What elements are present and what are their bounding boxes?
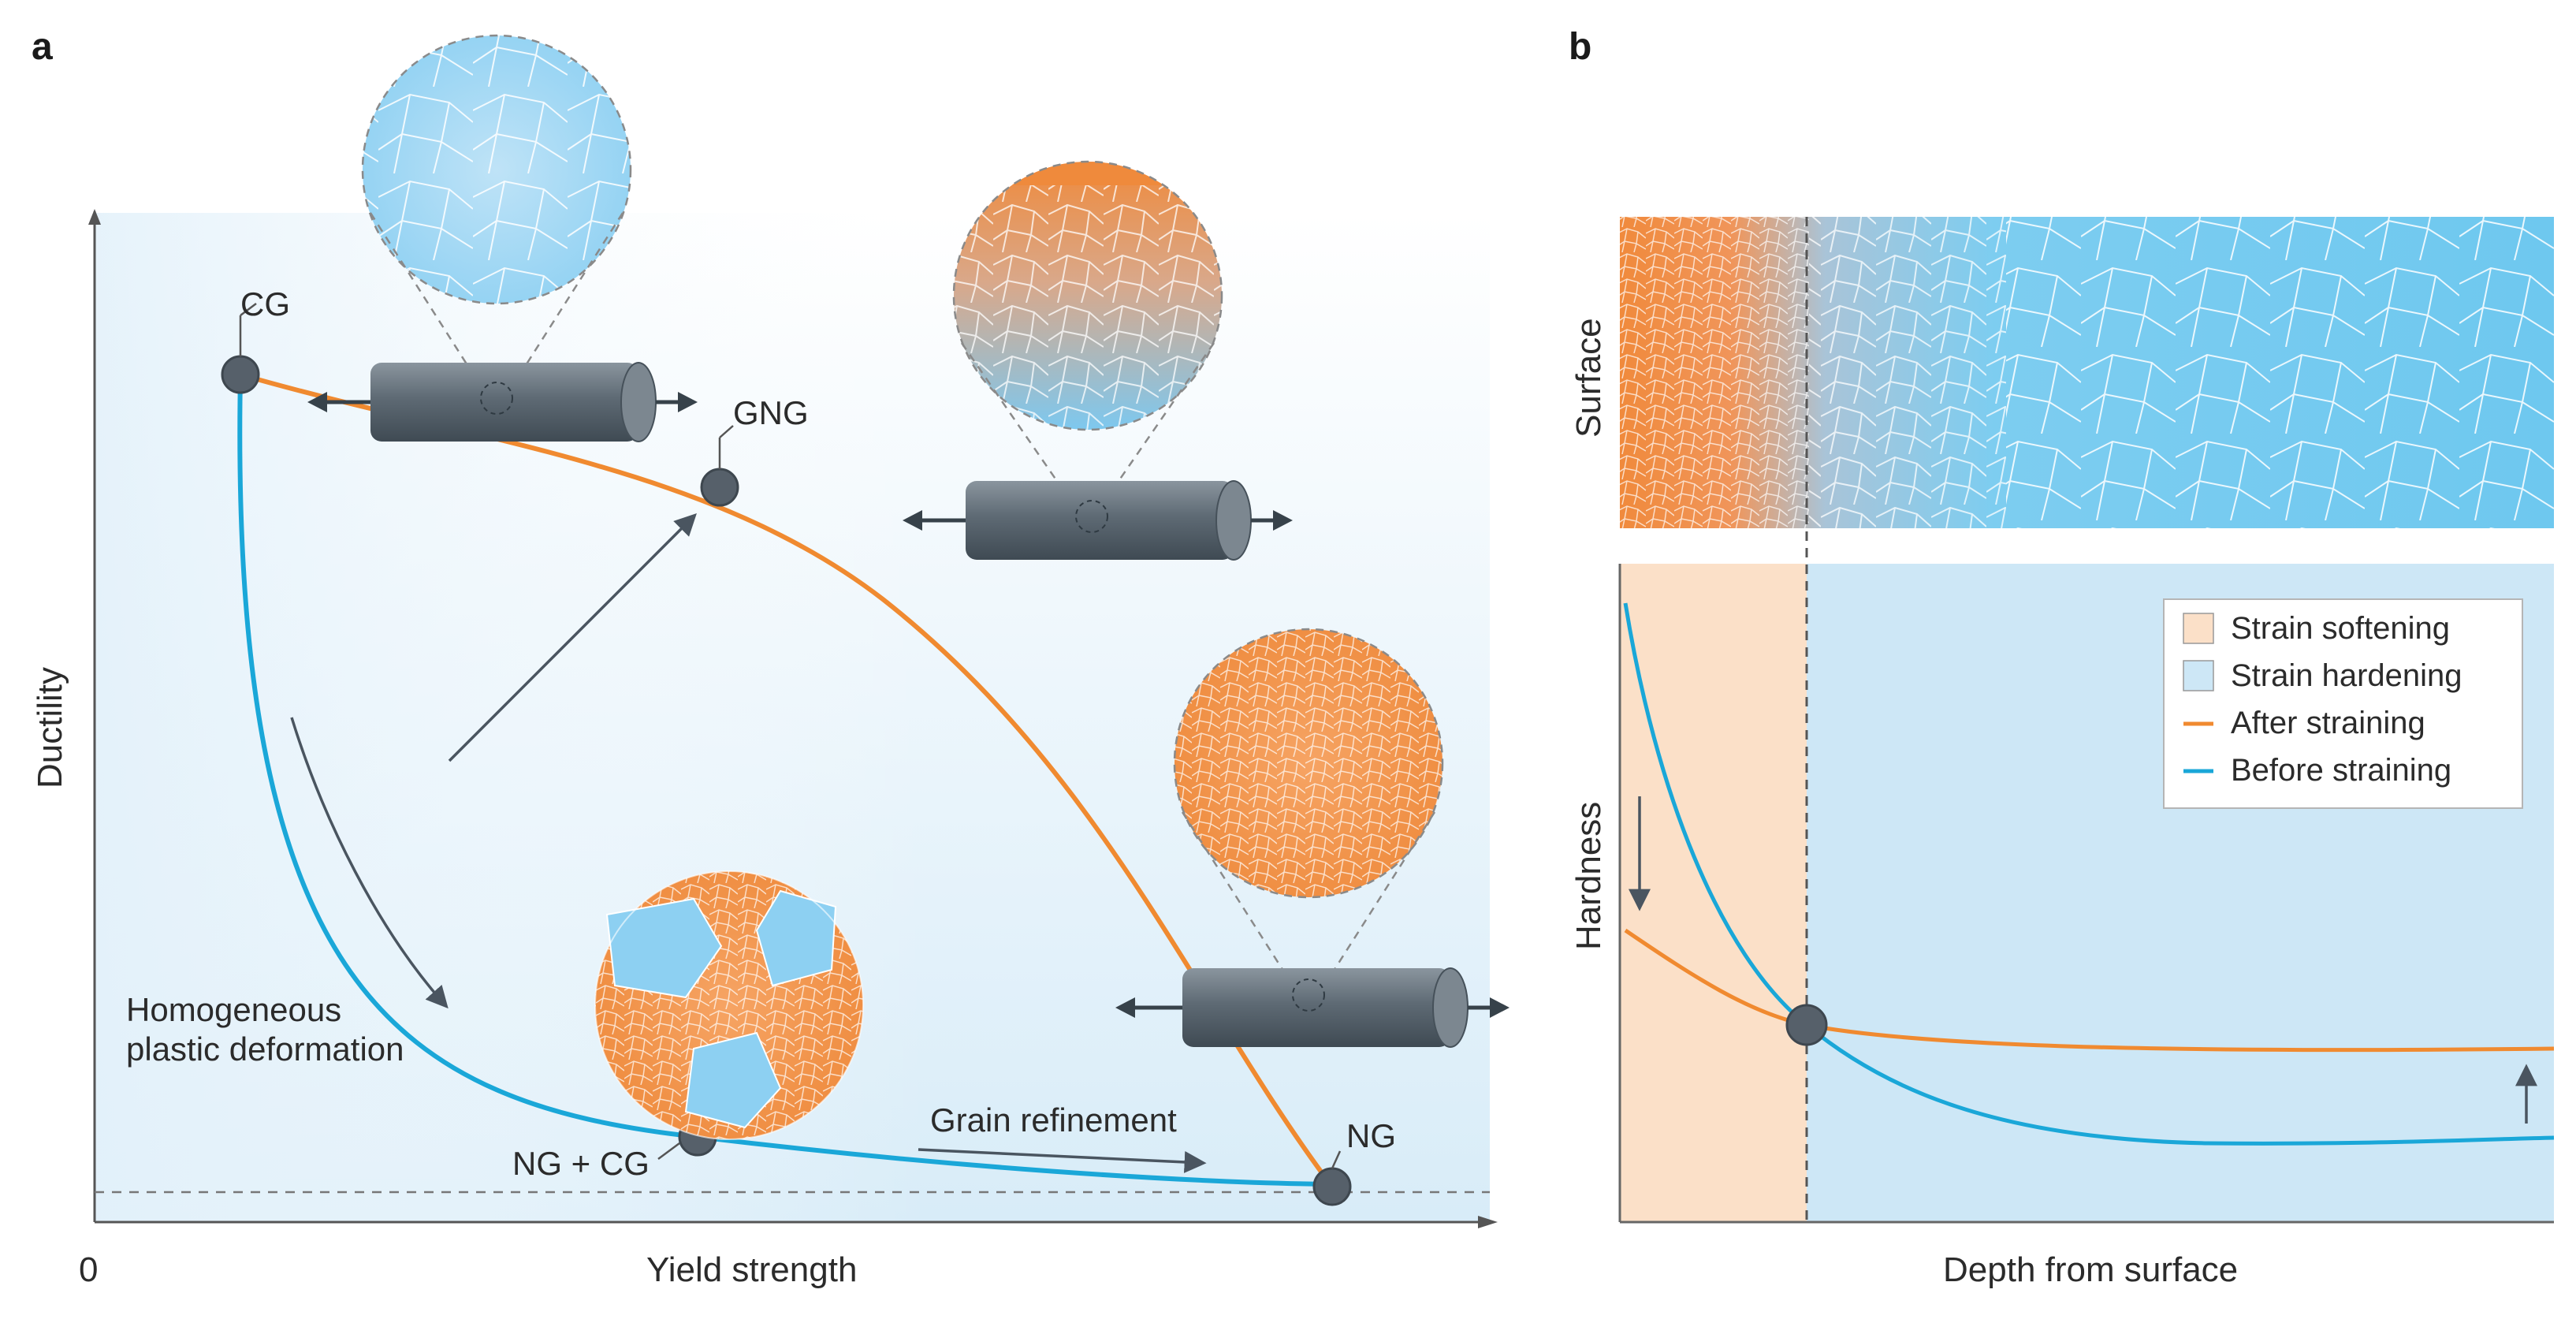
hardness-label: Hardness [1569, 802, 1608, 950]
homogeneous-label-line2: plastic deformation [126, 1030, 404, 1068]
intersection-point [1785, 1004, 1828, 1046]
panel-b: b Surface Hardness Depth from surface [1569, 26, 2555, 1289]
x-axis-label: Yield strength [646, 1250, 857, 1289]
grain-refinement-label: Grain refinement [930, 1101, 1177, 1139]
legend-label-before: Before straining [2231, 753, 2451, 788]
cg-microstructure [361, 34, 632, 387]
gng-point [700, 468, 739, 507]
ngcg-label: NG + CG [512, 1145, 650, 1182]
legend-label-after: After straining [2231, 706, 2425, 740]
gng-tensile-specimen [903, 480, 1293, 561]
ng-label: NG [1346, 1117, 1396, 1154]
cg-point [221, 355, 260, 394]
legend-item-softening: Strain softening [2183, 611, 2450, 646]
before-straining-hardness-curve [1623, 602, 2555, 1146]
homogeneous-arrow [290, 717, 449, 1009]
strain-softening-region [1620, 564, 1807, 1222]
diagonal-arrow [448, 513, 697, 762]
legend-label-hardening: Strain hardening [2231, 658, 2462, 693]
ng-microstructure [1173, 628, 1444, 986]
legend-item-hardening: Strain hardening [2183, 658, 2462, 693]
cg-tensile-specimen [307, 362, 698, 442]
origin-label: 0 [79, 1250, 98, 1289]
y-axis-label: Ductility [31, 667, 69, 788]
legend-item-before: Before straining [2183, 753, 2451, 788]
panel-b-label: b [1569, 26, 1591, 68]
ngcg-microstructure [594, 870, 864, 1140]
gng-label: GNG [733, 394, 809, 431]
cg-label: CG [240, 285, 290, 322]
panel-a: a 0 Yield strength Ductility CG GNG NG N… [31, 26, 1509, 1289]
legend-label-softening: Strain softening [2231, 611, 2450, 646]
grain-refinement-arrow [918, 1148, 1207, 1173]
depth-label: Depth from surface [1943, 1250, 2238, 1289]
after-straining-hardness-curve [1624, 928, 2555, 1053]
homogeneous-label-line1: Homogeneous [126, 991, 341, 1028]
legend-item-after: After straining [2183, 706, 2425, 740]
surface-label: Surface [1569, 318, 1608, 438]
panel-a-label: a [32, 26, 53, 68]
surface-microstructure [1620, 217, 2554, 528]
ng-point [1312, 1167, 1352, 1206]
ng-tensile-specimen [1115, 967, 1509, 1048]
legend: Strain softening Strain hardening After … [2163, 598, 2523, 809]
before-straining-curve [237, 374, 1333, 1187]
